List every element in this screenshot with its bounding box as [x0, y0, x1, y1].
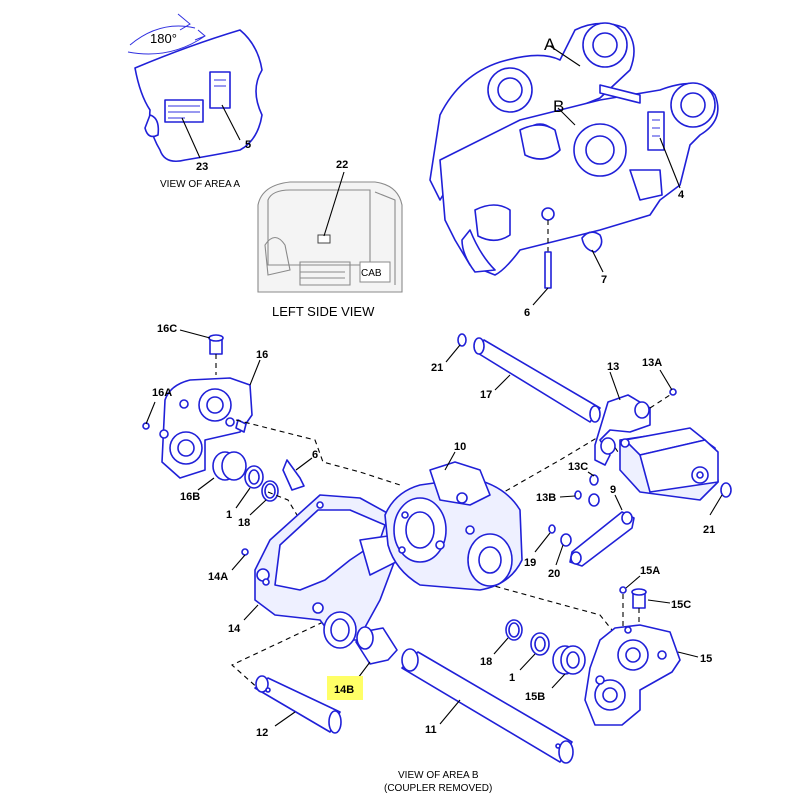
- callout-11: 11: [425, 724, 437, 736]
- bolt-14a: [262, 578, 270, 586]
- callout-15c: 15C: [671, 599, 691, 611]
- callout-20: 20: [548, 568, 560, 580]
- center-assembly: 6 10 14A 14 14B: [208, 441, 574, 764]
- rotate-arrow-icon: [129, 25, 196, 46]
- callout-13b: 13B: [536, 492, 556, 504]
- caption-view-area-a: VIEW OF AREA A: [160, 179, 240, 190]
- bracket-13-group: 13 13A 21 13C 13B 9 19 20: [524, 357, 732, 580]
- link-9: [569, 511, 635, 567]
- decal-23: [164, 99, 204, 123]
- bolt-13a: [669, 388, 677, 396]
- ring-21-right: [720, 482, 732, 498]
- pin-17-group: 21 17: [431, 333, 601, 423]
- callout-19: 19: [524, 557, 536, 569]
- callout-12: 12: [256, 727, 268, 739]
- callout-14: 14: [228, 623, 241, 635]
- bracket-15-group: 15A 15C 15 15B 1 18: [480, 565, 712, 726]
- area-a-bracket: [134, 29, 263, 163]
- callout-15: 15: [700, 653, 712, 665]
- washer-13c: [589, 474, 599, 486]
- ring-21-top: [457, 333, 467, 347]
- pin-6-top: [544, 251, 552, 289]
- coupler-left-plate: [429, 22, 635, 201]
- caption-coupler-removed: (COUPLER REMOVED): [384, 783, 492, 794]
- callout-9: 9: [610, 484, 616, 496]
- callout-22: 22: [336, 159, 348, 171]
- callout-13: 13: [607, 361, 619, 373]
- callout-16: 16: [256, 349, 268, 361]
- callout-16c: 16C: [157, 323, 177, 335]
- callout-16b: 16B: [180, 491, 200, 503]
- callout-17: 17: [480, 389, 492, 401]
- callout-6-mid: 6: [312, 449, 318, 461]
- pin-6-mid: [282, 459, 305, 491]
- caption-left-side-view: LEFT SIDE VIEW: [272, 304, 375, 319]
- callout-14a: 14A: [208, 571, 228, 583]
- bolt-15a: [619, 586, 627, 594]
- area-b-marker: B: [553, 97, 564, 116]
- callout-7: 7: [601, 274, 607, 286]
- coupler-assembly: A B 4 7 6: [429, 22, 719, 319]
- callout-23: 23: [196, 161, 208, 173]
- callout-21-top: 21: [431, 362, 443, 374]
- callout-18-right: 18: [480, 656, 492, 668]
- callout-15a: 15A: [640, 565, 660, 577]
- area-a-marker: A: [544, 35, 556, 54]
- callout-13a: 13A: [642, 357, 662, 369]
- caption-view-area-b: VIEW OF AREA B: [398, 770, 479, 781]
- callout-15b: 15B: [525, 691, 545, 703]
- callout-16a: 16A: [152, 387, 172, 399]
- decal-5: [209, 71, 231, 109]
- callout-14b-highlight: [327, 676, 363, 700]
- callout-6-top: 6: [524, 307, 530, 319]
- callout-5: 5: [245, 139, 251, 151]
- callout-10: 10: [454, 441, 466, 453]
- left-side-view: CAB 22 LEFT SIDE VIEW: [257, 159, 403, 319]
- callout-18-left: 18: [238, 517, 250, 529]
- view-area-a: 180° 23 5 VIEW OF AREA A: [127, 13, 263, 190]
- decal-22: [317, 234, 331, 244]
- nut-7: [581, 231, 603, 253]
- washer-20: [560, 533, 572, 547]
- callout-13c: 13C: [568, 461, 588, 473]
- rotation-label: 180°: [150, 31, 177, 46]
- callout-14b: 14B: [334, 684, 354, 696]
- bolt-19: [548, 524, 556, 534]
- pin-17: [475, 339, 601, 423]
- callout-1-left: 1: [226, 509, 232, 521]
- bracket-16-group: 16C 16 16A 16B 1 18: [142, 323, 279, 529]
- cab-label: CAB: [361, 268, 382, 279]
- bolt-13b: [574, 490, 582, 500]
- pin-11: [401, 651, 573, 763]
- callout-4: 4: [678, 189, 685, 201]
- callout-21-right: 21: [703, 524, 715, 536]
- callout-1-right: 1: [509, 672, 515, 684]
- decal-4: [647, 111, 665, 151]
